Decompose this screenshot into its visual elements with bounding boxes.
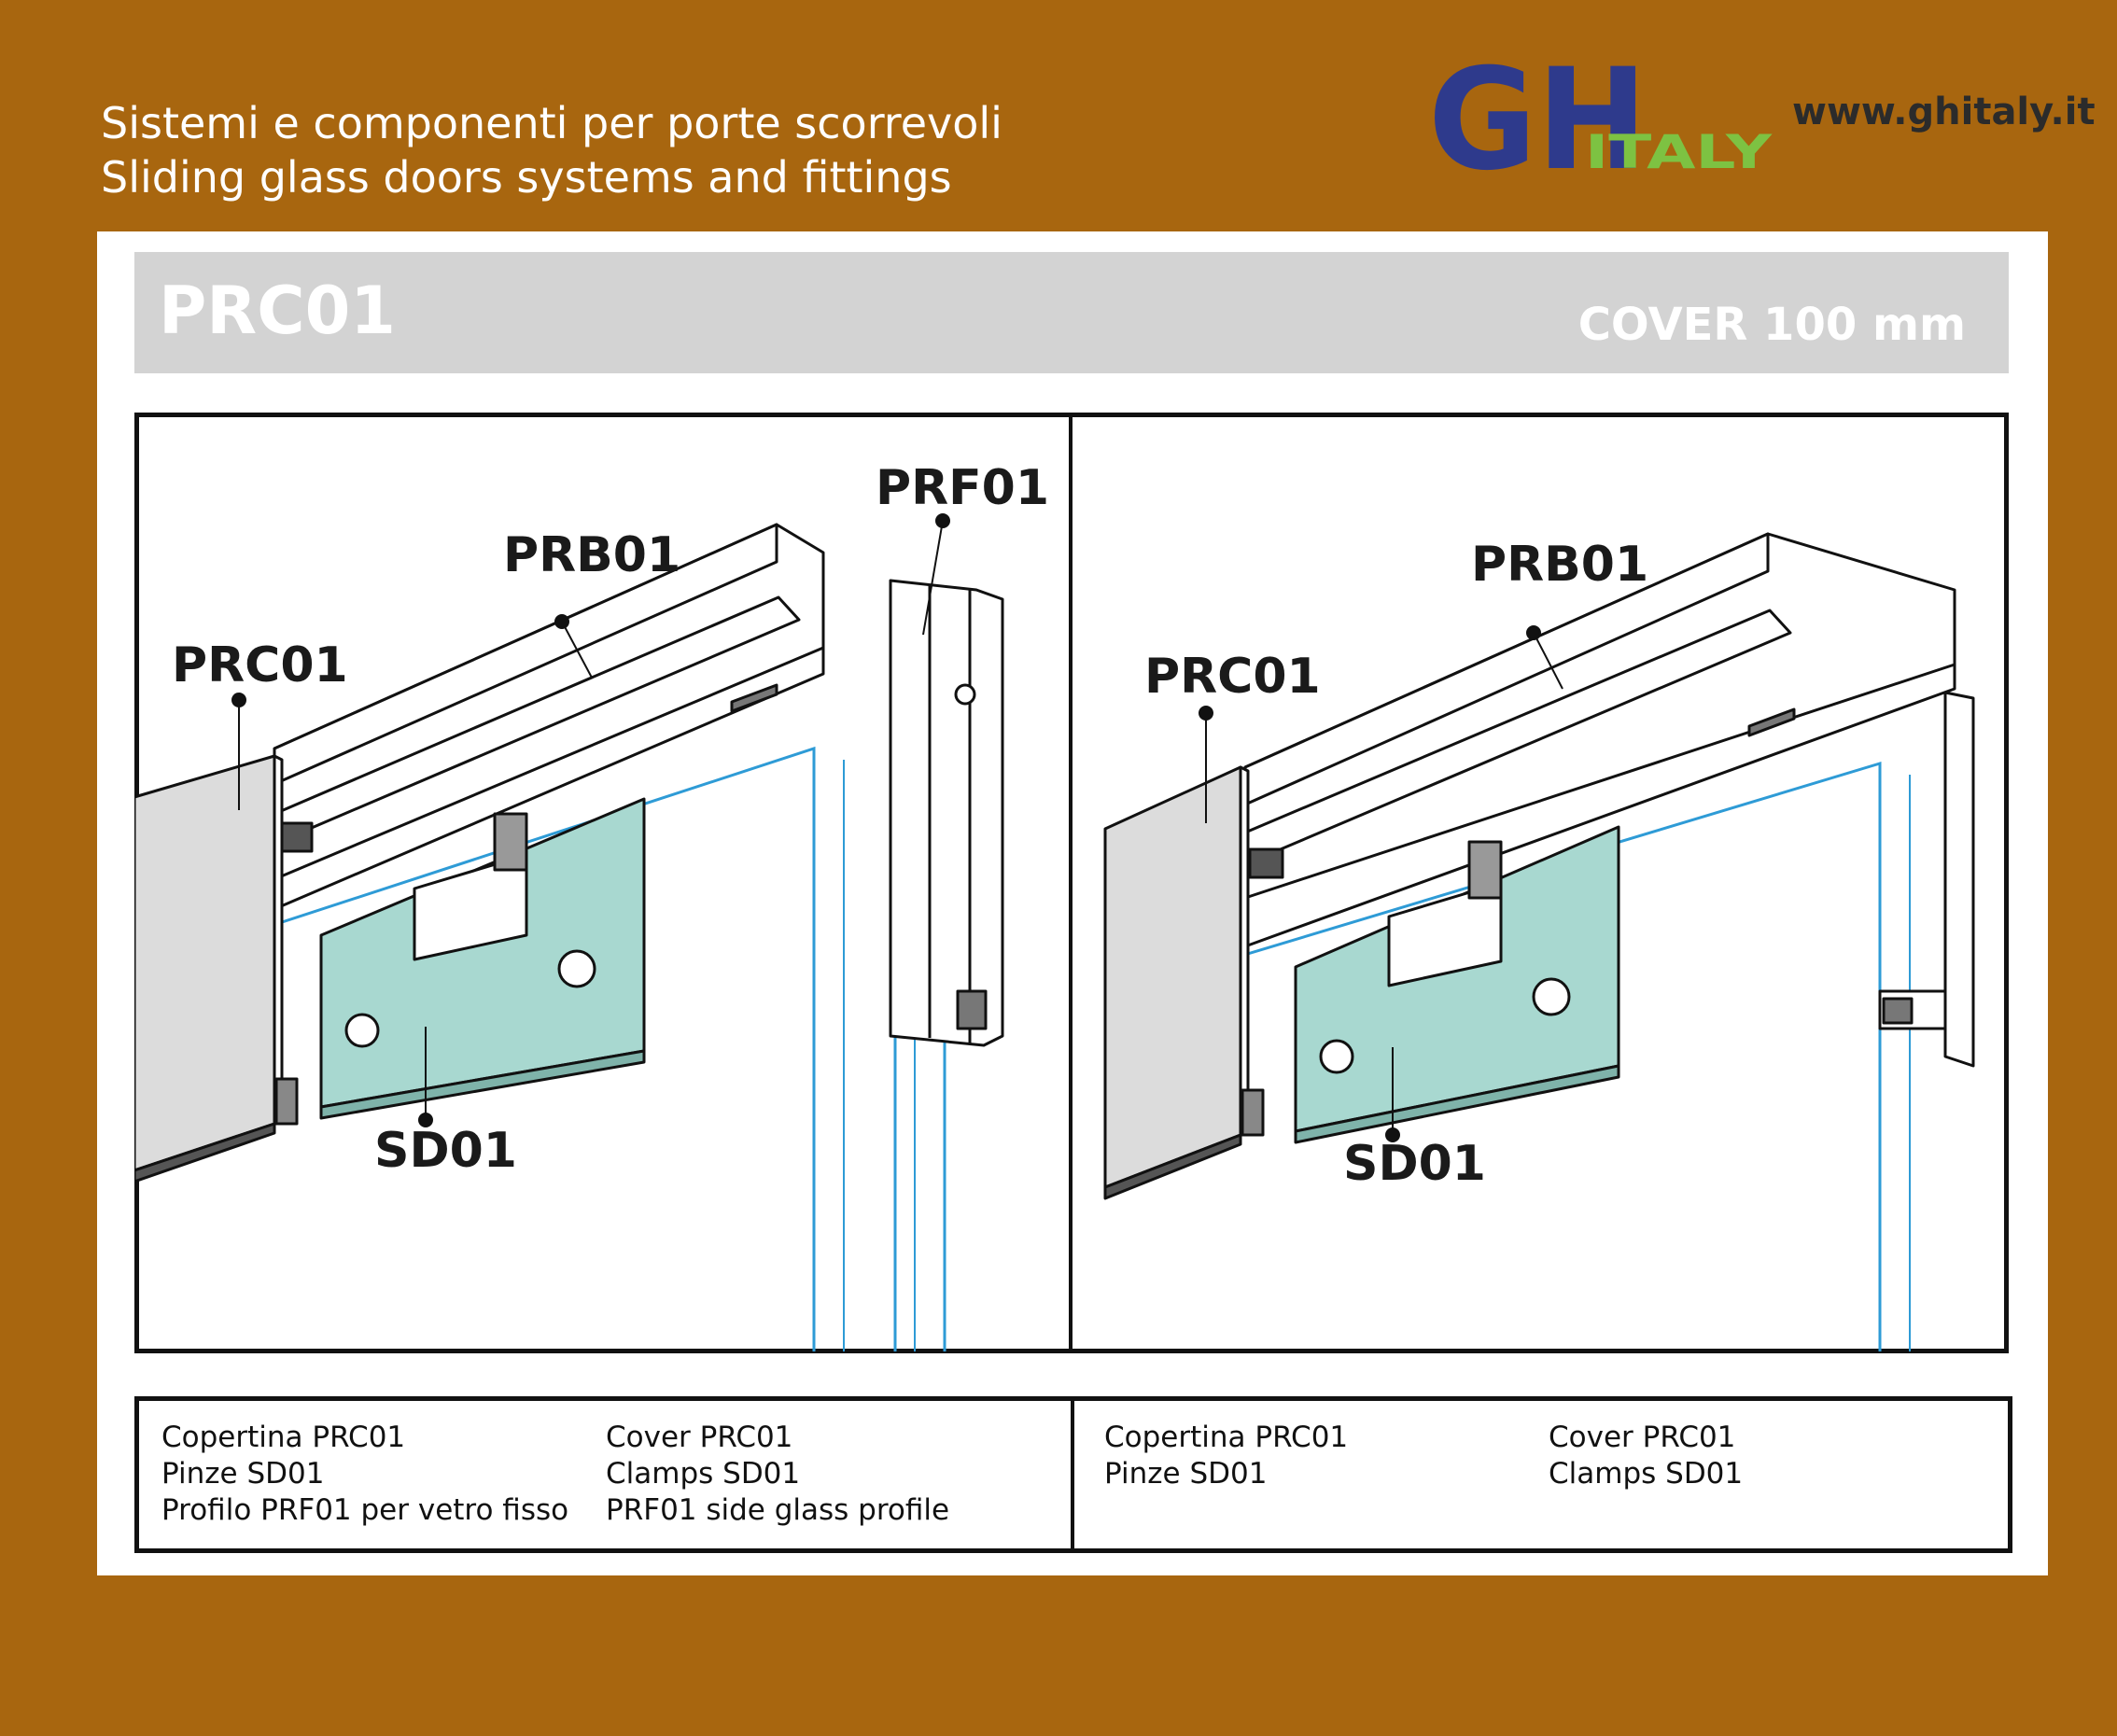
gh-italy-logo: GH ITALY xyxy=(1428,58,1773,179)
header-line-english: Sliding glass doors systems and fittings xyxy=(101,152,952,203)
title-bar: PRC01 COVER 100 mm xyxy=(134,252,2009,373)
legend-item: Cover PRC01 xyxy=(606,1421,793,1454)
legend-item: Copertina PRC01 xyxy=(1104,1421,1349,1454)
legend-box: Copertina PRC01 Pinze SD01 Profilo PRF01… xyxy=(134,1396,2012,1553)
rail-prb01-right xyxy=(1243,532,1975,1068)
header-text: Sistemi e componenti per porte scorrevol… xyxy=(101,96,1002,204)
header-line-italian: Sistemi e componenti per porte scorrevol… xyxy=(101,98,1002,148)
product-subtitle: COVER 100 mm xyxy=(1577,299,1966,351)
product-sheet: PRC01 COVER 100 mm xyxy=(97,231,2048,1575)
label-sd01-left: SD01 xyxy=(374,1123,517,1179)
clamp-screw-icon xyxy=(344,1013,380,1048)
legend-item: Cover PRC01 xyxy=(1549,1421,1736,1454)
label-prf01-left: PRF01 xyxy=(876,460,1049,516)
legend-item: Clamps SD01 xyxy=(606,1457,801,1491)
right-assembly xyxy=(1103,532,1975,1351)
label-prc01-right: PRC01 xyxy=(1144,649,1321,705)
label-prb01-right: PRB01 xyxy=(1471,537,1648,593)
legend-left-italian: Copertina PRC01 Pinze SD01 Profilo PRF01… xyxy=(161,1420,568,1529)
left-assembly xyxy=(134,523,1004,1351)
website-link[interactable]: www.ghitaly.it xyxy=(1792,91,2096,133)
cover-prc01-left xyxy=(134,754,299,1183)
legend-right-italian: Copertina PRC01 Pinze SD01 xyxy=(1104,1420,1348,1492)
label-prb01-left: PRB01 xyxy=(503,527,680,583)
label-sd01-right: SD01 xyxy=(1343,1136,1486,1192)
rail-prb01-left xyxy=(273,523,825,911)
clamp-sd01-left xyxy=(319,797,646,1120)
leader-lines-right xyxy=(1199,625,1563,1142)
cover-prc01-right xyxy=(1103,765,1265,1200)
legend-item: Pinze SD01 xyxy=(161,1457,325,1491)
legend-right-english: Cover PRC01 Clamps SD01 xyxy=(1549,1420,1743,1492)
legend-divider xyxy=(1071,1401,1074,1548)
installation-diagram: PRC01 PRB01 PRF01 SD01 xyxy=(134,413,2009,1353)
clamp-screw-icon xyxy=(1319,1039,1354,1074)
product-code: PRC01 xyxy=(159,273,396,349)
label-prc01-left: PRC01 xyxy=(172,637,348,693)
legend-item: Profilo PRF01 per vetro fisso xyxy=(161,1493,569,1527)
legend-item: PRF01 side glass profile xyxy=(606,1493,950,1527)
legend-item: Pinze SD01 xyxy=(1104,1457,1268,1491)
logo-gh-letters: GH xyxy=(1428,58,1647,179)
clamp-sd01-right xyxy=(1294,825,1620,1144)
legend-left-english: Cover PRC01 Clamps SD01 PRF01 side glass… xyxy=(606,1420,949,1529)
legend-item: Copertina PRC01 xyxy=(161,1421,406,1454)
legend-item: Clamps SD01 xyxy=(1549,1457,1744,1491)
side-profile-prf01-left xyxy=(889,579,1004,1047)
logo-italy-word: ITALY xyxy=(1585,125,1773,179)
leader-lines-left xyxy=(231,513,950,1127)
